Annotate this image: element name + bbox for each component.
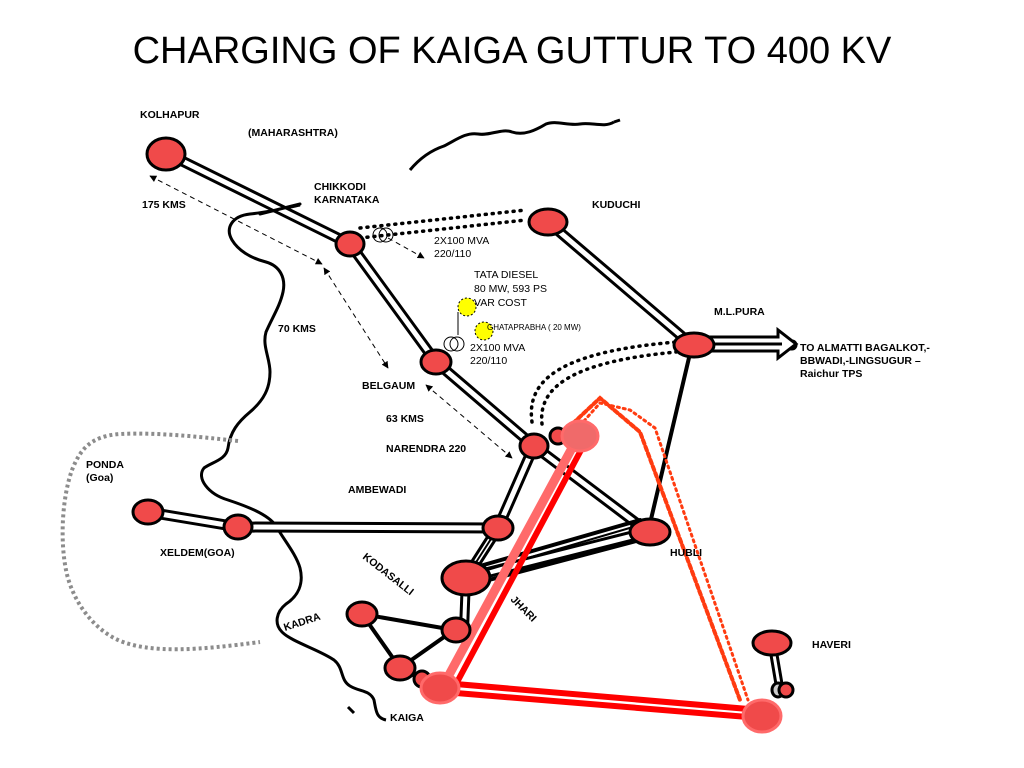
substation-nodes xyxy=(131,136,795,734)
label-tata-c: VAR COST xyxy=(474,297,527,309)
node-kodasalli xyxy=(440,559,492,597)
node-chikkodi xyxy=(334,230,366,258)
transformer-icon xyxy=(372,227,465,352)
label-narendra: NARENDRA 220 xyxy=(386,443,466,455)
label-ghataprabha: GHATAPRABHA ( 20 MW) xyxy=(487,323,581,332)
node-narendra xyxy=(518,432,550,460)
node-guttur xyxy=(560,419,600,453)
node-xeldem-b xyxy=(222,513,254,541)
state-boundary-north-2 xyxy=(613,118,621,124)
label-kodasalli: KODASALLI xyxy=(360,551,416,598)
label-kolhapur: KOLHAPUR xyxy=(140,109,200,121)
node-kadra xyxy=(345,600,379,628)
label-mva2-b: 220/110 xyxy=(470,355,507,367)
label-mva2-a: 2X100 MVA xyxy=(470,342,525,354)
tata-diesel-generator-icon xyxy=(457,297,477,317)
label-almatti-b: BBWADI,-LINGSUGUR – xyxy=(800,355,921,367)
ghataprabha-generator-icon xyxy=(474,321,494,341)
node-ambewadi xyxy=(481,514,515,542)
node-supa xyxy=(440,616,472,644)
dotted-links xyxy=(358,208,678,426)
label-hubli: HUBLI xyxy=(670,547,702,559)
node-haveri xyxy=(751,629,793,657)
label-maharashtra: (MAHARASHTRA) xyxy=(248,127,338,139)
label-tata-b: 80 MW, 593 PS xyxy=(474,283,547,295)
distance-arrows xyxy=(149,175,513,459)
state-boundary-north xyxy=(408,120,615,171)
label-kadra: KADRA xyxy=(282,611,322,634)
label-mva1-b: 220/110 xyxy=(434,248,471,260)
label-karnataka: KARNATAKA xyxy=(314,194,380,206)
node-belgaum xyxy=(419,348,453,376)
node-xeldem-a xyxy=(131,498,165,526)
node-kaiga xyxy=(419,671,461,705)
boundary-tick xyxy=(346,705,356,715)
label-haveri: HAVERI xyxy=(812,639,851,651)
label-tata-a: TATA DIESEL xyxy=(474,269,538,281)
label-jhari: JHARI xyxy=(508,594,539,625)
goa-boundary xyxy=(60,431,261,652)
node-kuduchi xyxy=(527,207,569,237)
state-boundary xyxy=(200,203,387,722)
label-goa: (Goa) xyxy=(86,472,113,484)
node-guttur-south xyxy=(741,698,783,734)
proposed-lines xyxy=(566,395,750,702)
label-xeldem: XELDEM(GOA) xyxy=(160,547,235,559)
label-belgaum: BELGAUM xyxy=(362,380,415,392)
node-kolhapur xyxy=(145,136,187,172)
label-chikkodi: CHIKKODI xyxy=(314,181,366,193)
label-almatti-a: TO ALMATTI BAGALKOT,- xyxy=(800,342,930,354)
label-almatti-c: Raichur TPS xyxy=(800,368,862,380)
label-mlpura: M.L.PURA xyxy=(714,306,765,318)
label-175kms: 175 KMS xyxy=(142,199,186,211)
node-hubli xyxy=(628,517,672,547)
node-mlpura xyxy=(672,331,716,359)
node-haveri-c xyxy=(777,681,795,699)
label-kaiga: KAIGA xyxy=(390,712,424,724)
kaiga-guttur-400kv-lines xyxy=(439,434,761,721)
page-title: CHARGING OF KAIGA GUTTUR TO 400 KV xyxy=(132,30,892,72)
label-kuduchi: KUDUCHI xyxy=(592,199,640,211)
label-mva1-a: 2X100 MVA xyxy=(434,235,489,247)
label-ambewadi: AMBEWADI xyxy=(348,484,406,496)
label-70kms: 70 KMS xyxy=(278,323,316,335)
label-63kms: 63 KMS xyxy=(386,413,424,425)
label-ponda: PONDA xyxy=(86,459,124,471)
node-kaiga-a xyxy=(383,654,417,682)
